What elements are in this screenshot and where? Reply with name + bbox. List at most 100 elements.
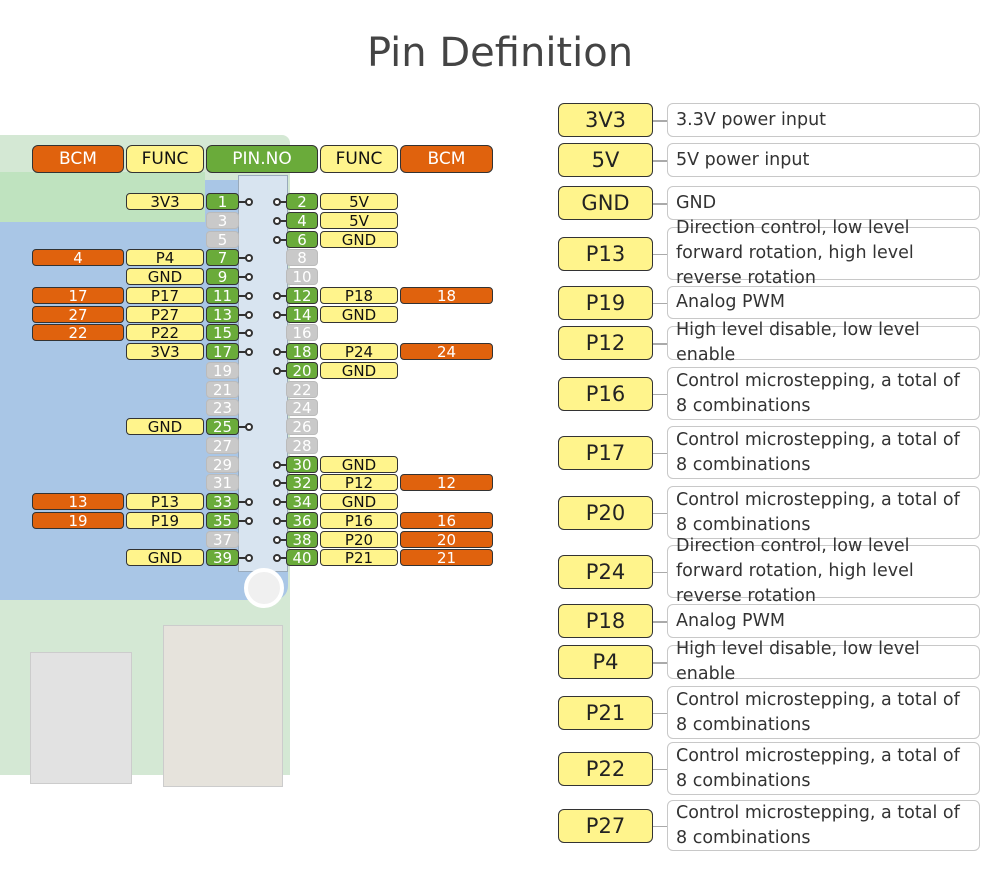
connector-line — [239, 257, 247, 260]
legend-description: High level disable, low level enable — [667, 320, 980, 365]
legend-connector — [653, 253, 667, 255]
connector-dot — [245, 423, 253, 431]
legend-description: 3.3V power input — [667, 103, 980, 137]
connector-line — [239, 351, 247, 353]
pin-32: 32 — [286, 474, 318, 492]
ethernet-port — [163, 625, 283, 787]
legend-description: Control microstepping, a total of 8 comb… — [667, 742, 980, 795]
bcm-left: 22 — [32, 324, 124, 342]
pin-24: 24 — [286, 399, 318, 417]
legend-description: Direction control, low level forward rot… — [667, 218, 980, 288]
legend-connector — [653, 120, 667, 122]
pin-34: 34 — [286, 493, 318, 510]
func-left: GND — [126, 549, 204, 567]
connector-line — [279, 463, 287, 466]
connector-dot — [273, 460, 281, 469]
legend-label-3v3: 3V3 — [558, 103, 653, 137]
pin-18: 18 — [286, 343, 318, 360]
legend-description: Analog PWM — [667, 604, 980, 638]
connector-line — [239, 426, 247, 428]
legend-label-p13: P13 — [558, 236, 653, 271]
connector-line — [239, 557, 247, 560]
bcm-right: 16 — [400, 511, 493, 529]
connector-line — [279, 238, 287, 241]
pin-36: 36 — [286, 511, 318, 529]
legend-label-p4: P4 — [558, 645, 653, 679]
connector-dot — [245, 554, 253, 563]
pin-3: 3 — [206, 211, 239, 229]
pin-17: 17 — [206, 343, 239, 360]
connector-dot — [245, 498, 253, 506]
connector-line — [279, 557, 287, 560]
connector-line — [279, 294, 287, 297]
header-strip — [238, 175, 288, 572]
connector-dot — [273, 291, 281, 300]
connector-dot — [245, 198, 253, 206]
legend-label-p16: P16 — [558, 376, 653, 411]
legend-label-p18: P18 — [558, 604, 653, 638]
legend-description: GND — [667, 186, 980, 220]
func-right: GND — [320, 305, 398, 323]
header-pin-no: PIN.NO — [206, 145, 318, 173]
pin-15: 15 — [206, 324, 239, 342]
legend-connector — [653, 203, 667, 205]
func-left: GND — [126, 418, 204, 435]
legend-connector — [653, 160, 667, 162]
connector-line — [279, 538, 287, 541]
pin-5: 5 — [206, 230, 239, 248]
bcm-left: 4 — [32, 249, 124, 267]
pin-28: 28 — [286, 436, 318, 454]
connector-line — [279, 313, 287, 316]
func-left: 3V3 — [126, 193, 204, 210]
pin-25: 25 — [206, 418, 239, 435]
legend-description: Control microstepping, a total of 8 comb… — [667, 367, 980, 420]
pin-9: 9 — [206, 268, 239, 285]
func-right: P18 — [320, 286, 398, 304]
func-right: GND — [320, 455, 398, 473]
pin-31: 31 — [206, 474, 239, 492]
mount-hole — [244, 568, 284, 608]
header-bcm-right: BCM — [400, 145, 493, 173]
bcm-left: 19 — [32, 511, 124, 529]
connector-line — [239, 332, 247, 335]
bcm-left: 27 — [32, 305, 124, 323]
connector-line — [239, 276, 247, 278]
connector-dot — [245, 348, 253, 356]
legend-description: 5V power input — [667, 143, 980, 177]
header-func-left: FUNC — [126, 145, 204, 173]
pin-16: 16 — [286, 324, 318, 342]
connector-dot — [273, 554, 281, 563]
pin-26: 26 — [286, 418, 318, 435]
pin-38: 38 — [286, 530, 318, 548]
bcm-right: 21 — [400, 549, 493, 567]
pin-12: 12 — [286, 286, 318, 304]
connector-dot — [245, 254, 253, 263]
pin-39: 39 — [206, 549, 239, 567]
connector-line — [279, 482, 287, 485]
pin-6: 6 — [286, 230, 318, 248]
func-left: P27 — [126, 305, 204, 323]
connector-line — [239, 201, 247, 203]
pin-21: 21 — [206, 380, 239, 398]
legend-description: High level disable, low level enable — [667, 639, 980, 684]
pin-11: 11 — [206, 286, 239, 304]
connector-dot — [273, 498, 281, 506]
func-right: P24 — [320, 343, 398, 360]
connector-dot — [273, 235, 281, 244]
legend-description: Control microstepping, a total of 8 comb… — [667, 426, 980, 479]
connector-line — [279, 351, 287, 353]
legend-label-p20: P20 — [558, 495, 653, 530]
legend-label-p17: P17 — [558, 435, 653, 470]
legend-label-p24: P24 — [558, 554, 653, 589]
func-left: P13 — [126, 493, 204, 510]
func-left: GND — [126, 268, 204, 285]
pin-37: 37 — [206, 530, 239, 548]
connector-dot — [273, 198, 281, 206]
pin-23: 23 — [206, 399, 239, 417]
pin-1: 1 — [206, 193, 239, 210]
connector-dot — [245, 291, 253, 300]
header-bcm-left: BCM — [32, 145, 124, 173]
connector-dot — [273, 479, 281, 488]
func-right: P16 — [320, 511, 398, 529]
